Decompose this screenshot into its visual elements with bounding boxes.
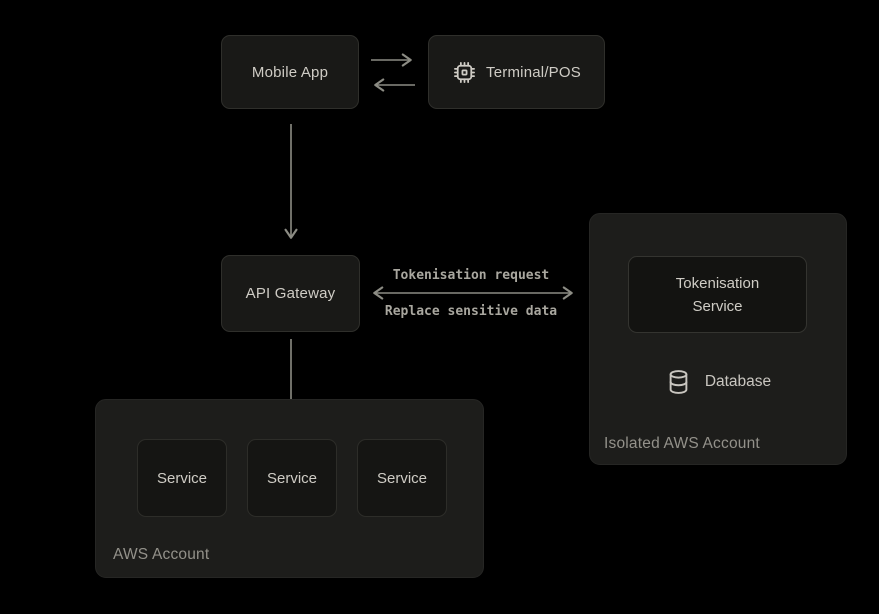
database-label: Database [704,373,772,390]
edge-label-replace-sensitive-data: Replace sensitive data [384,304,558,319]
edge-label-tokenisation-request: Tokenisation request [392,268,550,283]
tokenisation-service-label-line2: Service [692,297,743,315]
node-terminal-pos: Terminal/POS [428,35,605,109]
tokenisation-service-label-line1: Tokenisation [675,274,760,292]
chip-icon [452,60,477,85]
node-mobile-app: Mobile App [221,35,359,109]
api-gateway-label: API Gateway [245,285,336,302]
database-icon [665,368,692,396]
container-aws-account: Service Service Service AWS Account [95,399,484,578]
service-2-label: Service [266,469,318,487]
node-service-2: Service [247,439,337,517]
service-3-label: Service [376,469,428,487]
node-tokenisation-service: Tokenisation Service [628,256,807,333]
aws-account-label: AWS Account [113,546,210,563]
service-1-label: Service [156,469,208,487]
database-item: Database [590,367,846,397]
container-isolated-aws-account: Tokenisation Service Database Isolated A… [589,213,847,465]
node-service-3: Service [357,439,447,517]
terminal-pos-label: Terminal/POS [486,63,581,81]
isolated-aws-account-label: Isolated AWS Account [604,435,760,452]
node-service-1: Service [137,439,227,517]
node-api-gateway: API Gateway [221,255,360,332]
mobile-app-label: Mobile App [251,63,329,81]
